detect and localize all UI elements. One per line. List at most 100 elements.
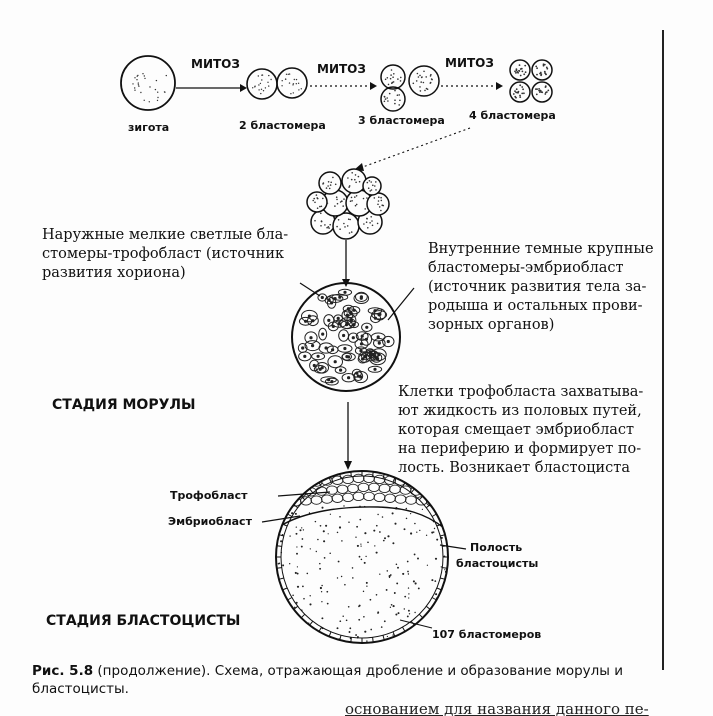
cluster-stipple	[366, 197, 368, 199]
cluster-stipple	[367, 187, 370, 189]
cavity-dot	[396, 582, 399, 585]
cavity-dot	[364, 532, 367, 535]
trophoblast-cell-wall	[339, 635, 342, 641]
stipple-dot	[421, 76, 423, 78]
stipple-dot	[136, 79, 138, 81]
morula-blastomere	[331, 293, 349, 301]
morula-nucleus	[312, 363, 316, 368]
cluster-stipple	[313, 197, 316, 200]
morula-nucleus	[359, 295, 363, 299]
morula-nucleus	[377, 341, 381, 345]
cavity-dot	[336, 531, 339, 534]
cavity-dot	[366, 640, 368, 642]
morula-nucleus	[320, 366, 324, 370]
cavity-dot	[321, 584, 323, 587]
cluster-stipple	[330, 181, 333, 184]
cavity-dot	[421, 508, 424, 511]
stipple-dot	[270, 78, 272, 81]
cluster-stipple	[320, 212, 322, 215]
cavity-dot	[347, 605, 350, 608]
embryoblast-cell	[436, 498, 448, 508]
morula-nucleus	[342, 333, 346, 338]
cavity-dot	[295, 601, 298, 604]
cavity-dot	[303, 625, 305, 628]
morula-blastomere	[353, 292, 370, 304]
trophoblast-cell-wall	[425, 605, 431, 610]
cluster-stipple	[336, 225, 338, 228]
cluster-stipple	[347, 177, 349, 179]
blastomere-count-label: 107 бластомеров	[432, 628, 542, 641]
morula-blastomere	[342, 304, 355, 313]
morula-blastomere	[341, 352, 352, 361]
morula-cells	[297, 288, 395, 386]
cluster-stipple	[354, 174, 357, 176]
morula-blastomere	[369, 352, 387, 366]
cavity-dot	[340, 575, 343, 578]
trophoblast-cell-wall	[382, 635, 385, 641]
stipple-dot	[523, 73, 526, 76]
cavity-dot	[286, 627, 288, 629]
morula-blastomere	[298, 316, 313, 326]
cavity-dot	[382, 539, 385, 542]
morula-blastomere	[304, 331, 318, 345]
trophoblast-pointer	[277, 491, 331, 497]
four-cell-a	[509, 59, 531, 81]
embryoblast-cell	[426, 479, 438, 489]
stipple-dot	[419, 74, 421, 77]
cluster-stipple	[319, 205, 321, 208]
stipple-dot	[387, 83, 390, 86]
cavity-dot	[434, 557, 438, 560]
cavity-dot	[432, 531, 435, 533]
stipple-dot	[156, 99, 159, 102]
cluster-stipple	[312, 199, 315, 202]
cavity-dot	[279, 612, 282, 614]
cavity-dot	[355, 536, 357, 538]
cavity-dot	[321, 506, 324, 509]
arrow-head-1	[240, 84, 247, 92]
morula-blastomere	[298, 351, 312, 362]
stipple-dot	[535, 65, 538, 68]
cavity-dot	[322, 530, 325, 533]
cavity-dot	[317, 538, 319, 541]
stipple-dot	[515, 88, 518, 91]
trophoblast-cell-wall	[436, 523, 442, 527]
cavity-dot	[362, 590, 365, 593]
cluster-stipple	[376, 222, 379, 225]
morula-nucleus	[377, 353, 381, 357]
stipple-dot	[383, 95, 386, 98]
cavity-dot	[409, 512, 412, 515]
stipple-dot	[524, 64, 527, 67]
cavity-dot	[342, 615, 344, 617]
three-cell-a	[380, 64, 406, 90]
cluster-stipple	[378, 196, 380, 198]
cluster-stipple	[381, 204, 384, 206]
inner-cells-text: Внутренние темные крупные бластомеры-эмб…	[428, 241, 654, 333]
three-cell-c	[408, 65, 440, 97]
cluster-stipple	[364, 208, 367, 210]
morula-nucleus	[372, 354, 376, 358]
cavity-dot	[366, 585, 368, 587]
cavity-dot	[280, 642, 283, 643]
morula-nucleus	[339, 368, 343, 372]
trophoblast-cell-wall	[350, 637, 352, 643]
cluster-stipple	[363, 223, 365, 225]
morula-nucleus	[321, 332, 325, 336]
stipple-dot	[287, 73, 289, 76]
stipple-dot	[262, 90, 265, 92]
trophoblast-cell-wall	[287, 513, 293, 517]
stipple-dot	[285, 73, 288, 76]
cluster-stipple	[355, 181, 357, 184]
stipple-dot	[429, 81, 432, 84]
cavity-dot	[370, 628, 373, 631]
cavity-dot	[295, 532, 298, 535]
embryoblast-cell	[436, 480, 448, 490]
embryoblast-cell	[289, 479, 302, 489]
cavity-dot	[397, 612, 400, 615]
page-edge-line	[662, 30, 664, 670]
stipple-dot	[257, 75, 259, 77]
three-cell-b	[380, 86, 406, 112]
stipple-dot	[539, 91, 541, 93]
cavity-dot	[373, 529, 376, 532]
cavity-dot	[414, 582, 417, 585]
cluster-stipple	[325, 187, 328, 189]
